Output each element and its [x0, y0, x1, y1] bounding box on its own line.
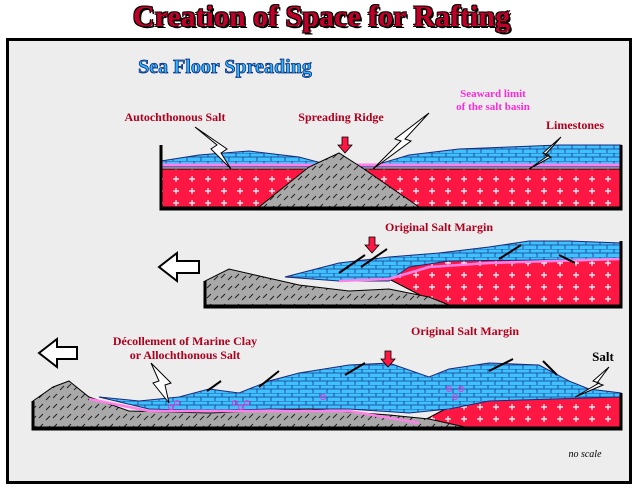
left-arrow-2	[37, 336, 78, 370]
label-salt: Salt	[592, 349, 614, 364]
label-seaward-limit-2: of the salt basin	[456, 101, 530, 113]
left-arrow-1	[157, 250, 200, 284]
lightning-arrow-3	[528, 136, 562, 170]
down-arrow-margin-2	[380, 350, 396, 368]
down-arrow-ridge	[337, 136, 353, 154]
section-1-cross-section	[159, 144, 623, 211]
down-arrow-margin-1	[364, 236, 380, 254]
label-limestones: Limestones	[546, 118, 604, 132]
label-spreading-ridge: Spreading Ridge	[298, 110, 384, 124]
lightning-arrow-5	[574, 366, 610, 398]
section-2-cross-section	[203, 240, 623, 309]
page-title: Creation of Space for Rafting	[132, 0, 511, 33]
label-decollement-1: Décollement of Marine Clay	[113, 334, 257, 348]
label-decollement-2: or Allochthonous Salt	[130, 348, 240, 362]
section-3-cross-section	[31, 358, 623, 431]
label-autochthonous-salt: Autochthonous Salt	[124, 110, 225, 124]
label-no-scale: no scale	[568, 449, 602, 460]
lightning-arrow-2	[372, 112, 430, 170]
label-original-salt-margin-1: Original Salt Margin	[385, 220, 493, 234]
lightning-arrow-1	[194, 126, 232, 170]
subtitle: Sea Floor Spreading	[138, 56, 312, 78]
label-original-salt-margin-2: Original Salt Margin	[411, 324, 519, 338]
diagram-panel: Sea Floor Spreading Autochthonous Salt S…	[6, 38, 632, 484]
lightning-arrow-4	[150, 362, 172, 404]
label-seaward-limit-1: Seaward limit	[460, 88, 526, 100]
diagram-canvas: Sea Floor Spreading Autochthonous Salt S…	[31, 56, 623, 460]
